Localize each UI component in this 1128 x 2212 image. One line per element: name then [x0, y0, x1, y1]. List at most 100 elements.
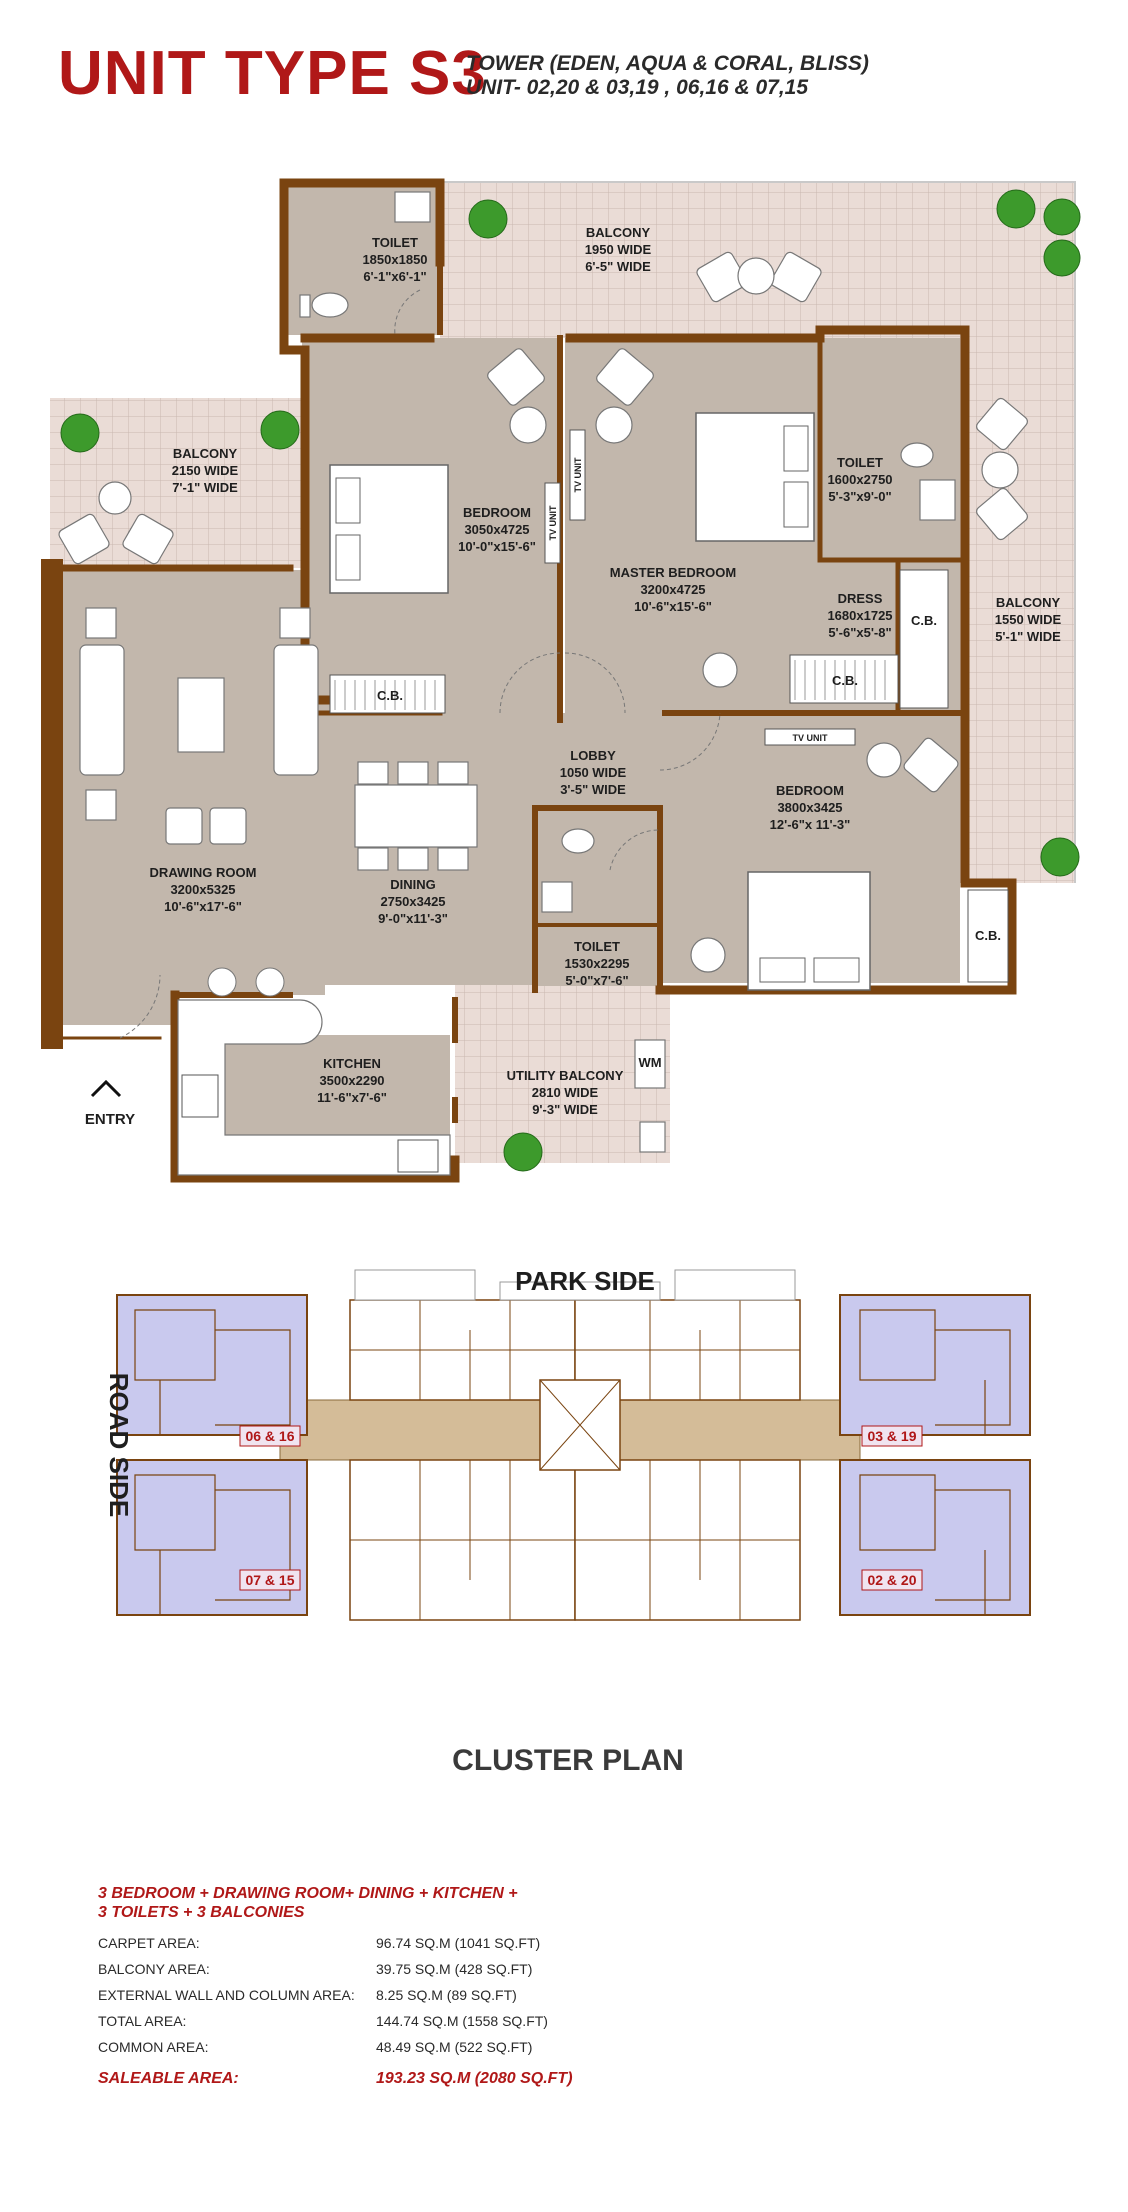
tower-line: TOWER (EDEN, AQUA & CORAL, BLISS): [466, 52, 869, 75]
tv-unit-label: TV UNIT: [793, 733, 829, 743]
bed-master: [695, 412, 815, 542]
utility-floor: [455, 985, 670, 1163]
unit-label-03-19: 03 & 19: [867, 1428, 916, 1444]
tv-unit-label-master: TV UNIT: [573, 457, 583, 493]
drawing-size: 3200x5325: [170, 882, 235, 897]
cb-label-bedroom2: C.B.: [975, 928, 1001, 943]
area-value: 8.25 SQ.M (89 SQ.FT): [376, 1987, 517, 2003]
balcony-top-name: BALCONY: [586, 225, 651, 240]
lobby-name: LOBBY: [570, 748, 616, 763]
wm-label: WM: [638, 1055, 661, 1070]
balcony-right-name: BALCONY: [996, 595, 1061, 610]
park-side-label: PARK SIDE: [515, 1266, 655, 1296]
balcony-right-feet: 5'-1" WIDE: [995, 629, 1061, 644]
toilet1-feet: 6'-1"x6'-1": [363, 269, 426, 284]
toilet3-size: 1530x2295: [564, 956, 629, 971]
balcony-right-floor: [960, 183, 1074, 883]
saleable-row: SALEABLE AREA: 193.23 SQ.M (2080 SQ.FT): [98, 2070, 998, 2088]
lobby-feet: 3'-5" WIDE: [560, 782, 626, 797]
unit-label-02-20: 02 & 20: [867, 1572, 916, 1588]
lobby-floor: [535, 713, 660, 808]
area-row: TOTAL AREA: 144.74 SQ.M (1558 SQ.FT): [98, 2008, 998, 2034]
area-label: CARPET AREA:: [98, 1935, 200, 1951]
area-summary: 3 BEDROOM + DRAWING ROOM+ DINING + KITCH…: [98, 1884, 998, 2088]
area-label: BALCONY AREA:: [98, 1961, 210, 1977]
kitchen-feet: 11'-6"x7'-6": [317, 1090, 387, 1105]
config-headline-1: 3 BEDROOM + DRAWING ROOM+ DINING + KITCH…: [98, 1885, 518, 1902]
cb-label-bedroom1: C.B.: [377, 688, 403, 703]
entry-arrow-icon: [90, 1079, 122, 1098]
dress-size: 1680x1725: [827, 608, 892, 623]
balcony-left-size: 2150 WIDE: [172, 463, 239, 478]
utility-feet: 9'-3" WIDE: [532, 1102, 598, 1117]
master-size: 3200x4725: [640, 582, 705, 597]
area-row: BALCONY AREA: 39.75 SQ.M (428 SQ.FT): [98, 1956, 998, 1982]
utility-name: UTILITY BALCONY: [507, 1068, 624, 1083]
balcony-left-name: BALCONY: [173, 446, 238, 461]
toilet1-size: 1850x1850: [362, 252, 427, 267]
area-value: 48.49 SQ.M (522 SQ.FT): [376, 2039, 533, 2055]
toilet1-name: TOILET: [372, 235, 418, 250]
floor-plan: TOILET 1850x1850 6'-1"x6'-1" BALCONY 195…: [41, 178, 1081, 1183]
saleable-label: SALEABLE AREA:: [98, 2070, 239, 2087]
dress-feet: 5'-6"x5'-8": [828, 625, 891, 640]
area-value: 144.74 SQ.M (1558 SQ.FT): [376, 2013, 548, 2029]
bedroom2-size: 3800x3425: [777, 800, 842, 815]
bed-bedroom2: [747, 871, 871, 991]
unit-label-06-16: 06 & 16: [245, 1428, 294, 1444]
toilet3-feet: 5'-0"x7'-6": [565, 973, 628, 988]
balcony-top-size: 1950 WIDE: [585, 242, 652, 257]
toilet2-feet: 5'-3"x9'-0": [828, 489, 891, 504]
saleable-value: 193.23 SQ.M (2080 SQ.FT): [376, 2070, 573, 2087]
area-label: COMMON AREA:: [98, 2039, 209, 2055]
balcony-top-feet: 6'-5" WIDE: [585, 259, 651, 274]
tv-unit-label-bedroom1: TV UNIT: [548, 505, 558, 541]
dress-name: DRESS: [838, 591, 883, 606]
cluster-plan-title: CLUSTER PLAN: [452, 1744, 684, 1777]
bed-bedroom1: [329, 464, 449, 594]
bedroom1-feet: 10'-0"x15'-6": [458, 539, 536, 554]
master-name: MASTER BEDROOM: [610, 565, 736, 580]
toilet3-name: TOILET: [574, 939, 620, 954]
dining-name: DINING: [390, 877, 436, 892]
area-row: EXTERNAL WALL AND COLUMN AREA: 8.25 SQ.M …: [98, 1982, 998, 2008]
config-headline-2: 3 TOILETS + 3 BALCONIES: [98, 1904, 305, 1921]
toilet2-size: 1600x2750: [827, 472, 892, 487]
area-label: EXTERNAL WALL AND COLUMN AREA:: [98, 1987, 355, 2003]
area-value: 39.75 SQ.M (428 SQ.FT): [376, 1961, 533, 1977]
unit-block-07-15: [116, 1459, 308, 1616]
area-row: CARPET AREA: 96.74 SQ.M (1041 SQ.FT): [98, 1930, 998, 1956]
balcony-right-size: 1550 WIDE: [995, 612, 1062, 627]
unit-line: UNIT- 02,20 & 03,19 , 06,16 & 07,15: [466, 76, 809, 99]
bedroom1-name: BEDROOM: [463, 505, 531, 520]
toilet2-floor: [820, 338, 960, 558]
area-row: COMMON AREA: 48.49 SQ.M (522 SQ.FT): [98, 2034, 998, 2060]
plant-icons: [60, 189, 1081, 1172]
dining-floor: [325, 713, 535, 985]
area-label: TOTAL AREA:: [98, 2013, 187, 2029]
unit-block-06-16: [116, 1294, 308, 1436]
bedroom1-size: 3050x4725: [464, 522, 529, 537]
drawing-feet: 10'-6"x17'-6": [164, 899, 242, 914]
kitchen-size: 3500x2290: [319, 1073, 384, 1088]
road-side-label: ROAD SIDE: [104, 1373, 134, 1517]
utility-size: 2810 WIDE: [532, 1085, 599, 1100]
balcony-left-feet: 7'-1" WIDE: [172, 480, 238, 495]
dining-size: 2750x3425: [380, 894, 445, 909]
unit-subtitle: TOWER (EDEN, AQUA & CORAL, BLISS) UNIT- …: [466, 52, 869, 100]
drawing-name: DRAWING ROOM: [150, 865, 257, 880]
unit-label-07-15: 07 & 15: [245, 1572, 294, 1588]
kitchen-name: KITCHEN: [323, 1056, 381, 1071]
cb-label-master: C.B.: [832, 673, 858, 688]
cb-label-dress: C.B.: [911, 613, 937, 628]
master-feet: 10'-6"x15'-6": [634, 599, 712, 614]
dining-feet: 9'-0"x11'-3": [378, 911, 448, 926]
bedroom2-feet: 12'-6"x 11'-3": [770, 817, 851, 832]
unit-type-title: UNIT TYPE S3: [58, 39, 487, 108]
lobby-size: 1050 WIDE: [560, 765, 627, 780]
bedroom2-name: BEDROOM: [776, 783, 844, 798]
cluster-plan: 06 & 16 03 & 19 07 & 15 02 & 20 PARK SID…: [104, 1266, 1031, 1777]
entry-label: ENTRY: [85, 1111, 135, 1128]
toilet2-name: TOILET: [837, 455, 883, 470]
area-value: 96.74 SQ.M (1041 SQ.FT): [376, 1935, 541, 1951]
